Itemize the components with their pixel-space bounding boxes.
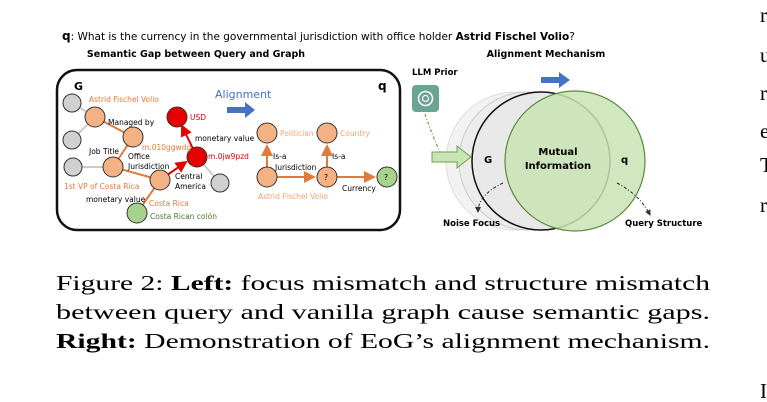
node [122,126,144,148]
query-q-label: q [621,155,628,166]
adjacent-column-fragments: r u r e T r I [760,3,767,402]
relation-label: America [175,182,206,191]
unknown-mark: ? [384,173,388,182]
query-structure-pointer [616,182,651,216]
query-q-label: q [378,79,387,93]
query-entity-label: Politician [280,129,314,138]
svg-text:Figure 2: Left: focus mismatch: Figure 2: Left: focus mismatch and struc… [56,271,711,295]
right-panel-title: Alignment Mechanism [487,49,606,60]
node [186,146,208,168]
entity-label: Astrid Fischel Volio [89,95,159,104]
node [149,169,171,191]
alignment-label: Alignment [215,88,272,101]
figure-caption: Figure 2: Left: focus mismatch and struc… [56,271,711,353]
query-structure-label: Query Structure [625,219,703,229]
query-entity-label: Astrid Fischel Volio [258,192,328,201]
query-relation-label: Currency [342,184,376,193]
relation-label: monetary value [86,195,146,204]
node [62,93,82,113]
relation-label: Central [175,172,202,181]
entity-label: m.010ggwdg [142,143,191,152]
query-relation-label: Is-a [273,152,286,161]
graph-nodes [62,93,398,224]
node [62,130,82,150]
graph-g-label: G [74,80,83,93]
query-node [316,122,338,144]
question-text: q: What is the currency in the governmen… [62,29,575,43]
entity-label: Costa Rican colón [150,212,217,221]
input-arrow-icon [431,144,472,170]
node [102,156,124,178]
svg-text:T: T [760,153,767,177]
alignment-arrow-icon [541,72,570,88]
node [126,202,148,224]
llm-prior-label: LLM Prior [412,68,458,78]
relation-label: Job Title [88,147,119,156]
query-node [256,166,278,188]
unknown-mark: ? [324,173,328,182]
query-relation-label: Is-a [332,152,345,161]
llm-prior-dashed-link [424,113,441,153]
alignment-arrow-icon [227,102,255,118]
alignment-mechanism-panel: LLM Prior G q Mutual Information Noise F… [412,68,703,232]
noise-focus-pointer [475,182,504,213]
query-node [376,166,398,188]
panel-border [55,68,402,232]
relation-label: monetary value [195,134,255,143]
svg-text:e: e [760,119,767,143]
svg-text:u: u [760,43,767,67]
svg-text:I: I [760,379,767,402]
relation-label: Managed by [108,118,155,127]
query-entity-label: Country [340,129,370,138]
node [63,157,83,177]
mutual-information-label: Mutual [538,147,577,158]
node [210,173,230,193]
svg-text:r: r [760,81,767,105]
entity-label: Costa Rica [149,199,189,208]
left-panel-title: Semantic Gap between Query and Graph [87,49,305,60]
node [166,106,188,128]
entity-label: 1st VP of Costa Rica [64,182,139,191]
query-relation-label: Jurisdiction [274,163,317,172]
svg-text:r: r [760,193,767,217]
mutual-information-label: Information [525,161,591,172]
query-node [316,166,338,188]
relation-label: Jurisdiction [127,162,170,171]
openai-logo-icon [412,85,439,112]
svg-text:r: r [760,3,767,27]
svg-text:Right: Demonstration of EoG’s: Right: Demonstration of EoG’s alignment … [56,329,710,353]
noise-focus-label: Noise Focus [443,219,500,229]
entity-label: USD [190,113,206,122]
relation-label: Office [128,152,150,161]
graph-g-label: G [484,155,492,166]
node [84,106,106,128]
entity-label: m.0jw9pzd [208,152,249,161]
query-circle [504,90,646,232]
semantic-gap-panel: G q Alignment [55,68,402,232]
svg-text:between query and vanilla grap: between query and vanilla graph cause se… [56,300,710,324]
query-node [256,122,278,144]
